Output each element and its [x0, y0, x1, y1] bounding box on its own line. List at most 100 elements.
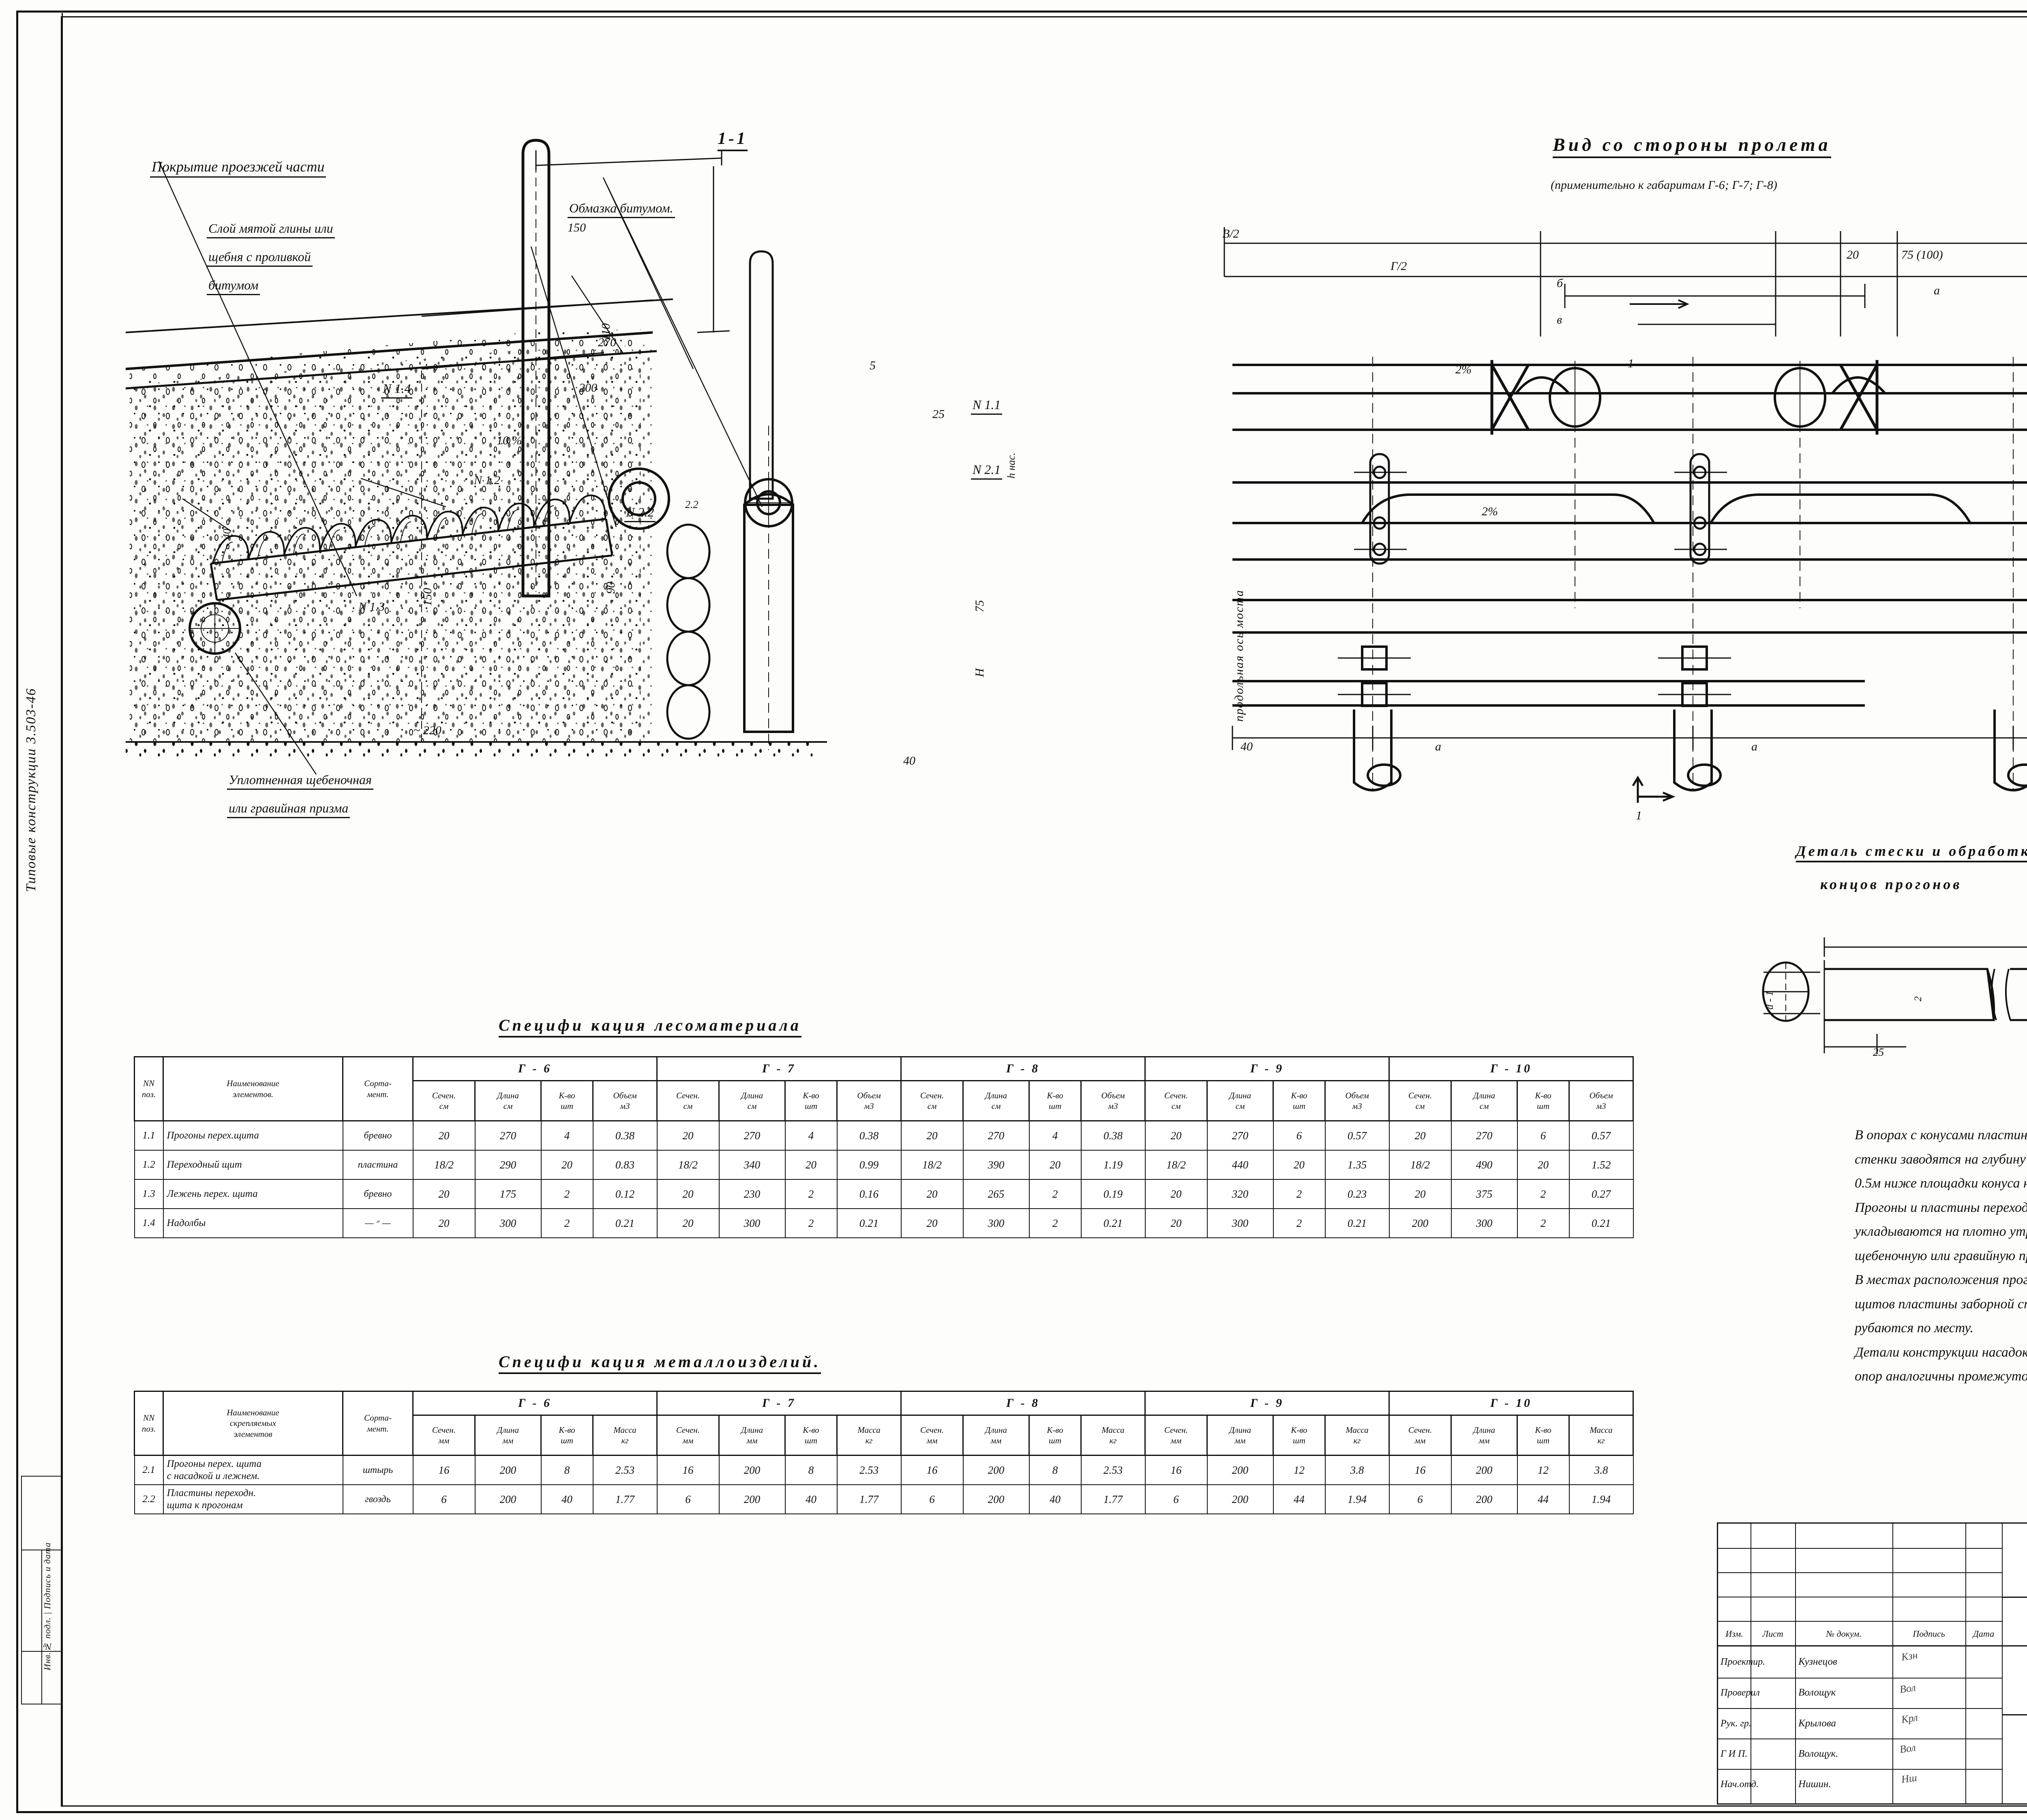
- spec-cell-g6-1: 300: [474, 1208, 542, 1238]
- spec-cell-g7-0: 20: [656, 1179, 720, 1209]
- spec-cell-g6-2: 4: [540, 1120, 594, 1151]
- metal-spec-title: Специфи кация металлоизделий.: [499, 1352, 821, 1374]
- spec-cell-sortament: бревно: [342, 1120, 414, 1151]
- spec-cell-g7-0: 16: [656, 1455, 720, 1485]
- spec-cell-g9-3: 3.8: [1324, 1455, 1390, 1485]
- spec-cell-g8-0: 18/2: [900, 1150, 964, 1180]
- spec-cell-g8-0: 6: [900, 1484, 964, 1514]
- signature-2: Крл: [1901, 1711, 1919, 1726]
- spec-cell-g10-1: 200: [1451, 1484, 1518, 1514]
- spec-cell-g8-2: 2: [1028, 1208, 1082, 1238]
- dim-H: H: [973, 668, 986, 677]
- dim-20-left: 20: [1847, 248, 1859, 262]
- spec-cell-g6-1: 200: [474, 1484, 542, 1514]
- tb-subject-line1: Пролетные строения и опоры: [2004, 1653, 2027, 1682]
- spec-cell-g10-2: 2: [1517, 1179, 1570, 1209]
- callout-clay-layer-line2: щебня с проливкой: [207, 249, 313, 267]
- spec-cell-g8-3: 1.19: [1080, 1150, 1146, 1180]
- spec-cell-g8-2: 20: [1028, 1150, 1082, 1180]
- tb-subject-line2: балочно-эстакадных мостов: [2004, 1683, 2027, 1711]
- spec-group-header-3: Г - 9: [1144, 1391, 1390, 1416]
- spec-cell-g9-1: 270: [1206, 1120, 1274, 1151]
- spec-subheader-2-sech: Сечен.см: [900, 1080, 964, 1121]
- dim-g-half: Г/2: [1391, 259, 1407, 273]
- spec-cell-g8-3: 0.38: [1080, 1120, 1146, 1151]
- spec-cell-g6-0: 20: [412, 1179, 476, 1209]
- spec-group-header-3: Г - 9: [1144, 1056, 1390, 1081]
- spec-cell-g9-1: 440: [1206, 1150, 1274, 1180]
- spec-cell-g8-1: 200: [962, 1484, 1030, 1514]
- tb-rev-list: Лист: [1762, 1629, 1783, 1639]
- spec-cell-g6-2: 8: [540, 1455, 594, 1485]
- spec-group-header-0: Г - 6: [412, 1391, 658, 1416]
- pos-marker-n11: N 1.1: [971, 397, 1003, 415]
- dim-150: 150: [568, 221, 586, 234]
- tb-name-4: Нишин.: [1798, 1779, 1831, 1790]
- spec-cell-sortament: — ״ —: [342, 1208, 414, 1238]
- margin-vertical-title: Типовые конструкции 3.503-46: [24, 688, 39, 892]
- sheet-left-margin-band: [19, 13, 63, 1807]
- dim-75: 75: [973, 600, 986, 612]
- view-span-title: Вид со стороны пролета: [1553, 134, 1831, 158]
- spec-cell-g8-3: 2.53: [1080, 1455, 1146, 1485]
- callout-clay-layer-line3: битумом: [207, 278, 260, 295]
- spec-subheader-0-sech: Сечен.см: [412, 1080, 476, 1121]
- spec-group-header-1: Г - 7: [656, 1391, 902, 1416]
- spec-cell-g9-3: 1.35: [1324, 1150, 1390, 1180]
- spec-cell-g6-3: 0.38: [592, 1120, 658, 1151]
- spec-cell-g8-1: 390: [962, 1150, 1030, 1180]
- tb-rev-izm: Изм.: [1725, 1629, 1743, 1639]
- dim-b-small: б: [1557, 277, 1563, 290]
- spec-cell-g6-3: 0.21: [592, 1208, 658, 1238]
- spec-cell-g10-1: 490: [1451, 1150, 1518, 1180]
- spec-subheader-3-sech: Сечен.см: [1144, 1080, 1208, 1121]
- pos-marker-n12: N 1.2: [474, 474, 501, 487]
- detail-dim-25: 25: [1873, 1046, 1884, 1058]
- spec-cell-g9-2: 2: [1273, 1179, 1326, 1209]
- spec-cell-g6-2: 20: [540, 1150, 594, 1180]
- spec-cell-sortament: пластина: [342, 1150, 414, 1180]
- spec-cell-g9-1: 200: [1206, 1484, 1274, 1514]
- spec-cell-g6-1: 290: [474, 1150, 542, 1180]
- spec-group-header-1: Г - 7: [656, 1056, 902, 1081]
- spec-cell-g8-3: 0.21: [1080, 1208, 1146, 1238]
- tb-name-3: Волощук.: [1798, 1748, 1838, 1759]
- dim-a-letter: а: [1934, 284, 1940, 297]
- spec-cell-g10-3: 0.21: [1568, 1208, 1634, 1238]
- tb-name-2: Крылова: [1798, 1718, 1836, 1729]
- detail-log-end-drawing: [1739, 912, 2027, 1062]
- slope-right: 2%: [1482, 505, 1498, 518]
- dim-110: 110: [599, 323, 613, 341]
- dim-40: 40: [1241, 740, 1253, 753]
- dim-200: 200: [579, 381, 597, 394]
- spec-cell-g8-3: 1.77: [1080, 1484, 1146, 1514]
- detail-dim-d1: d - 1: [1764, 991, 1775, 1010]
- spec-cell-g7-2: 4: [784, 1120, 838, 1151]
- spec-cell-g9-1: 200: [1206, 1455, 1274, 1485]
- longitudinal-axis-label: продольная ось моста: [1232, 589, 1246, 722]
- spec-cell-g10-1: 200: [1451, 1455, 1518, 1485]
- general-notes: В опорах с конусами пластины заборной ст…: [1855, 1128, 2027, 1384]
- spec-cell-g10-1: 375: [1451, 1179, 1518, 1209]
- spec-cell-g10-1: 300: [1451, 1208, 1518, 1238]
- signature-1: Вол: [1899, 1681, 1917, 1696]
- spec-cell-g6-1: 175: [474, 1179, 542, 1209]
- section-mark-top: 1: [1628, 357, 1634, 370]
- pos-marker-n14: N 1.4: [381, 381, 413, 399]
- dim-10-percent: 10 %: [497, 434, 522, 447]
- spec-cell-g10-3: 0.27: [1568, 1179, 1634, 1209]
- callout-gravel-prism-line1: Уплотненная щебеночная: [227, 772, 373, 790]
- spec-group-header-2: Г - 8: [900, 1056, 1146, 1081]
